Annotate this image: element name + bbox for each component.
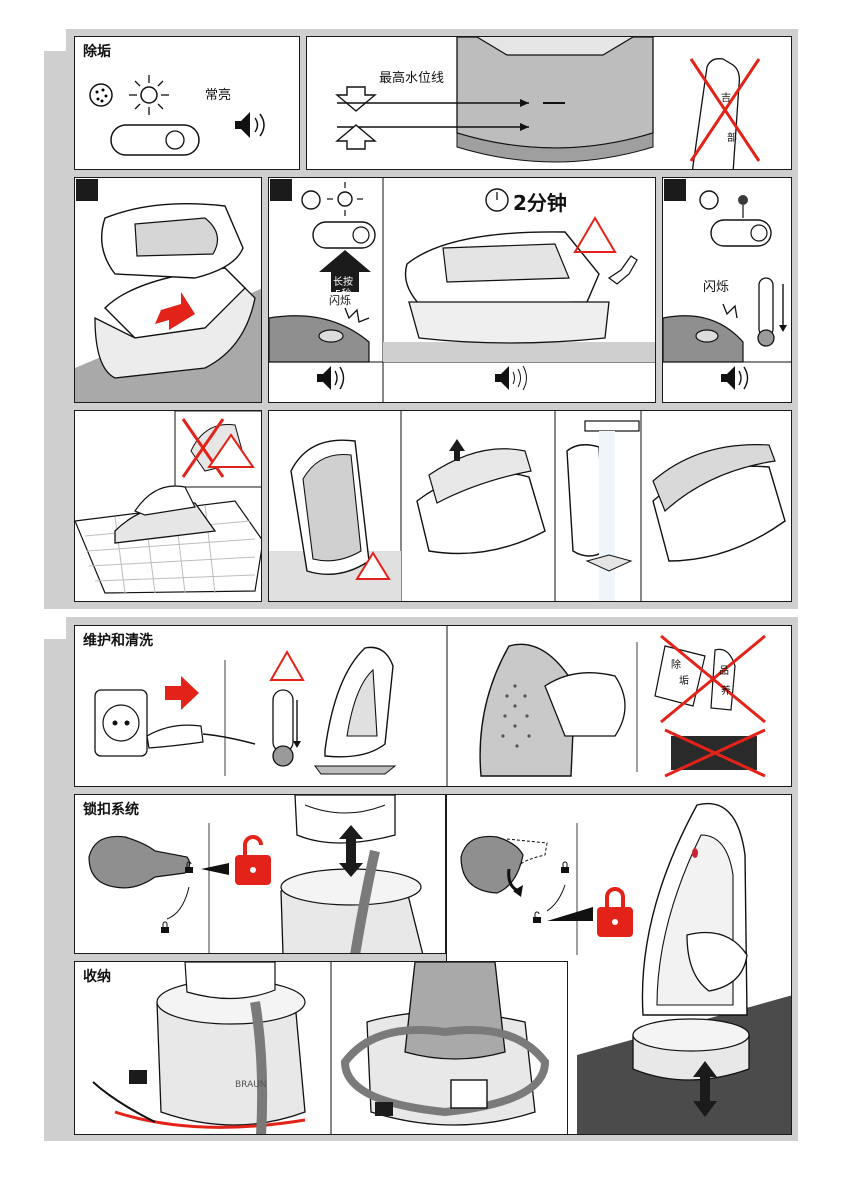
iron-on-tray-illustration (75, 178, 262, 403)
bottle-text-1: 吉 (721, 89, 731, 104)
max-water-line-label: 最高水位线 (379, 67, 444, 86)
ironing-panel (74, 410, 262, 602)
descaler-bottle-crossed-icon (691, 59, 759, 170)
crossed-text-4: 养 (721, 682, 731, 697)
section-b-corner (44, 617, 66, 639)
crossed-text-2: 垢 (679, 672, 689, 687)
care-cleaning-panel: 维护和清洗 (74, 625, 792, 787)
blink-label-2: 闪烁 (703, 276, 729, 295)
tray-cleaning-illustration (269, 411, 792, 602)
hold-and-descale-illustration (269, 178, 656, 403)
bottle-crossed-icon (655, 636, 765, 722)
scouring-pad-crossed-icon (665, 730, 765, 776)
step-hold-button-panel: 长按 5秒 闪烁 2分钟 (268, 177, 656, 403)
max-water-line-panel: 最高水位线 吉 部 (306, 36, 792, 170)
water-tank-illustration (307, 37, 792, 170)
crossed-text-1: 除 (671, 656, 681, 671)
two-minutes-label: 2分钟 (513, 187, 567, 216)
lock-system-illustration (75, 795, 446, 954)
steady-on-label: 常亮 (205, 84, 231, 103)
step-iron-on-tray-panel (74, 177, 262, 403)
descale-panel: 除垢 常亮 (74, 36, 300, 170)
step-3-badge (664, 179, 686, 201)
section-a-corner (44, 29, 66, 51)
blink-label-1: 闪烁 (329, 292, 351, 308)
step-blink-panel: 闪烁 (662, 177, 792, 403)
brand-label-1: BRAUN (235, 1080, 267, 1090)
lock-system-panel: 锁扣系统 (74, 794, 446, 954)
tray-cleaning-panel (268, 410, 792, 602)
storage-panel: 收纳 BRAUN (74, 961, 568, 1135)
storage-illustration (75, 962, 568, 1135)
care-cleaning-illustration (75, 626, 792, 787)
descale-indicator-illustration (75, 37, 300, 170)
bottle-text-2: 部 (727, 129, 737, 144)
step-1-badge (76, 179, 98, 201)
ironing-on-board-illustration (75, 411, 262, 602)
step-2-badge (270, 179, 292, 201)
crossed-text-3: 品 (719, 662, 729, 677)
